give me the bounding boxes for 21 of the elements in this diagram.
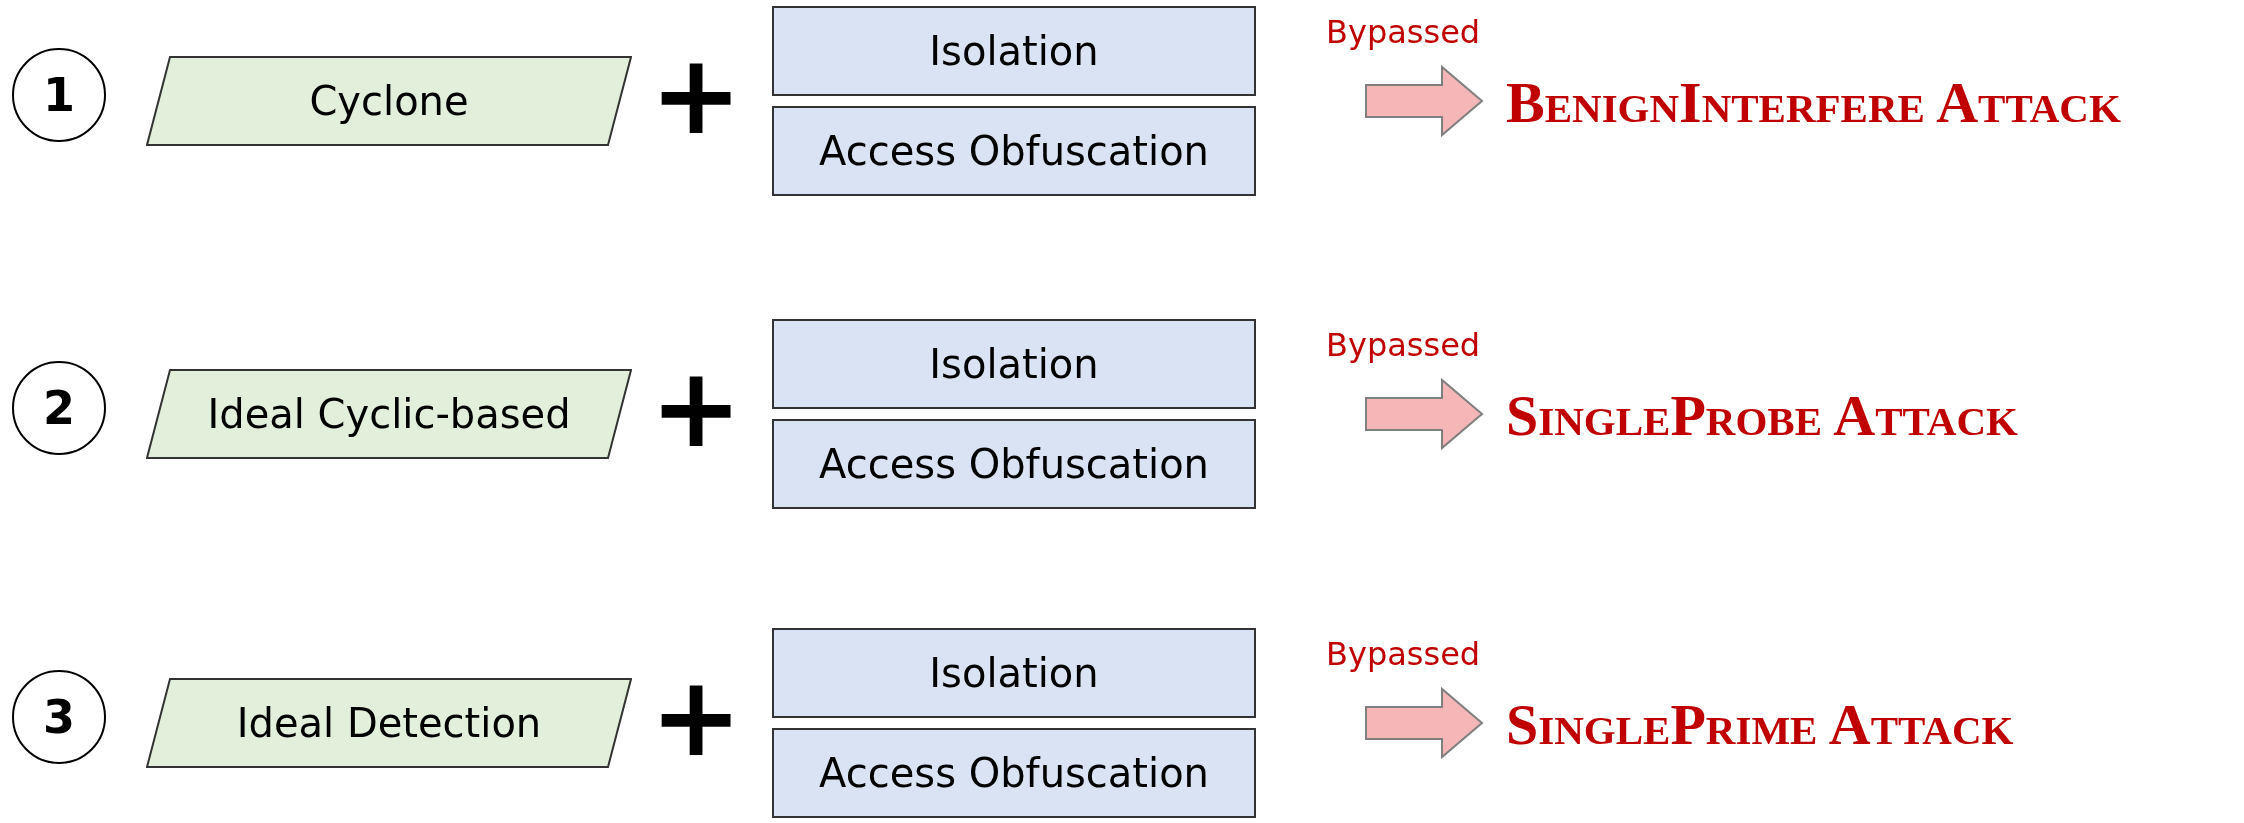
parallelogram-box: Ideal Cyclic-based <box>146 369 632 459</box>
plus-sign: + <box>650 40 743 150</box>
block-arrow <box>1365 686 1484 760</box>
parallelogram-box: Ideal Detection <box>146 678 632 768</box>
process-box: Access Obfuscation <box>772 106 1256 196</box>
process-box: Access Obfuscation <box>772 728 1256 818</box>
parallelogram-box: Cyclone <box>146 56 632 146</box>
process-box: Access Obfuscation <box>772 419 1256 509</box>
plus-sign: + <box>650 662 743 772</box>
block-arrow <box>1365 64 1484 138</box>
edge-label: Bypassed <box>1326 329 1481 361</box>
process-box: Isolation <box>772 6 1256 96</box>
process-box: Isolation <box>772 628 1256 718</box>
process-box: Isolation <box>772 319 1256 409</box>
plus-sign: + <box>650 353 743 463</box>
block-arrow <box>1365 377 1484 451</box>
attack-name: BenignInterfere Attack <box>1482 70 2222 134</box>
attack-name: SinglePrime Attack <box>1482 692 2222 756</box>
edge-label: Bypassed <box>1326 16 1481 48</box>
attack-name: SingleProbe Attack <box>1482 383 2222 447</box>
edge-label: Bypassed <box>1326 638 1481 670</box>
